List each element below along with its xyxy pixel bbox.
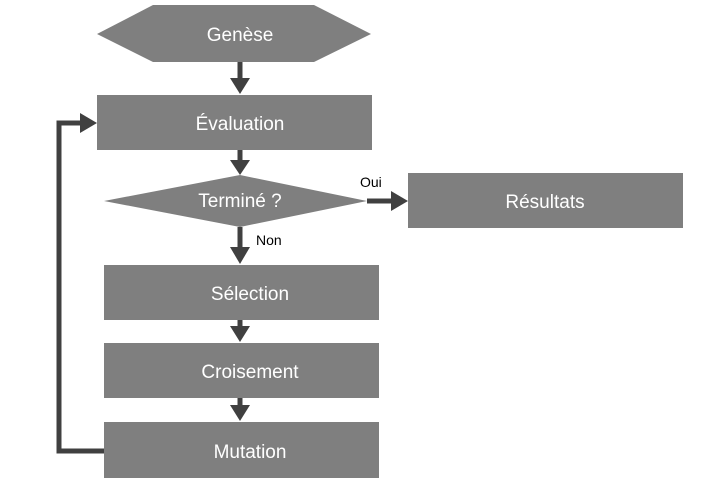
arrowhead-evaluation-termine xyxy=(230,160,250,175)
arrowhead-croisement-mutation xyxy=(230,405,250,421)
edge-label-oui: Oui xyxy=(360,174,382,190)
selection-label: Sélection xyxy=(211,284,289,305)
termine-diamond xyxy=(104,175,367,227)
node-resultats: Résultats xyxy=(408,173,683,228)
croisement-label: Croisement xyxy=(201,362,299,383)
croisement-box xyxy=(104,343,379,398)
node-termine: Terminé ? xyxy=(104,175,367,227)
genese-label: Genèse xyxy=(207,25,274,46)
resultats-box xyxy=(408,173,683,228)
edges xyxy=(56,62,408,454)
node-croisement: Croisement xyxy=(104,343,379,398)
mutation-label: Mutation xyxy=(214,442,287,463)
node-genese: Genèse xyxy=(97,5,371,62)
termine-label: Terminé ? xyxy=(198,191,281,212)
arrowhead-selection-croisement xyxy=(230,326,250,342)
arrowhead-termine-selection xyxy=(230,247,250,264)
arrowhead-termine-resultats xyxy=(391,191,408,211)
node-selection: Sélection xyxy=(104,265,379,320)
node-mutation: Mutation xyxy=(104,422,379,478)
arrowhead-mutation-evaluation-loop xyxy=(80,113,97,133)
edge-label-non: Non xyxy=(256,232,282,248)
mutation-box xyxy=(104,422,379,478)
genese-hexagon xyxy=(97,5,371,62)
evaluation-label: Évaluation xyxy=(196,114,285,135)
node-evaluation: Évaluation xyxy=(97,95,372,150)
evaluation-box xyxy=(97,95,372,150)
arrowhead-genese-evaluation xyxy=(230,78,250,94)
edge-mutation-evaluation-loop xyxy=(56,120,104,454)
resultats-label: Résultats xyxy=(505,192,584,213)
selection-box xyxy=(104,265,379,320)
